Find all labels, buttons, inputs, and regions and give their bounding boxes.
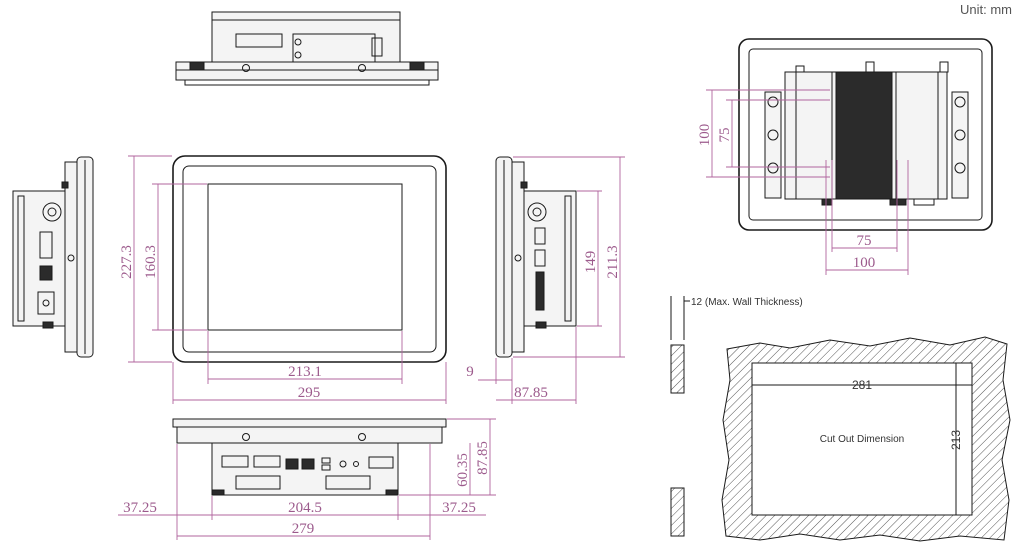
top-view (175, 11, 439, 86)
rear-view (738, 38, 993, 231)
cutout-height: 213 (949, 430, 963, 450)
bottom-overall-width: 279 (292, 521, 315, 537)
front-width-screen: 213.1 (288, 364, 322, 380)
front-width-outer: 295 (298, 385, 321, 401)
bottom-dimensions: 37.25 204.5 37.25 279 60.35 87.85 (118, 418, 496, 540)
bottom-depth-2: 87.85 (475, 441, 491, 475)
side-height-screen: 149 (583, 251, 599, 274)
rear-vesa-v-outer: 100 (697, 124, 713, 147)
side-height-outer: 211.3 (605, 245, 621, 278)
rear-vesa-v-inner: 75 (717, 128, 733, 143)
wall-section: 12 (Max. Wall Thickness) (670, 296, 803, 537)
cutout-panel: 281 213 Cut Out Dimension (721, 336, 1011, 542)
bottom-left-offset: 37.25 (123, 500, 157, 516)
bottom-right-offset: 37.25 (442, 500, 476, 516)
bottom-depth-1: 60.35 (455, 453, 471, 487)
bottom-center-span: 204.5 (288, 500, 322, 516)
side-depth-total: 87.85 (514, 385, 548, 401)
left-side-view (12, 156, 94, 358)
unit-label: Unit: mm (960, 2, 1012, 17)
rear-dimensions: 100 75 75 100 (697, 89, 909, 275)
front-view (172, 155, 447, 363)
right-side-view (495, 156, 577, 358)
front-height-outer: 227.3 (119, 245, 135, 279)
front-dimensions: 227.3 160.3 213.1 295 (119, 155, 447, 404)
bottom-view (172, 418, 447, 496)
side-depth-front: 9 (466, 364, 474, 380)
rear-vesa-h-inner: 75 (857, 233, 872, 249)
wall-thickness-label: 12 (Max. Wall Thickness) (691, 297, 803, 308)
cutout-title: Cut Out Dimension (820, 434, 904, 445)
front-height-screen: 160.3 (143, 245, 159, 279)
rear-vesa-h-outer: 100 (853, 255, 876, 271)
side-dimensions: 149 211.3 9 87.85 (466, 156, 625, 404)
cutout-width: 281 (852, 378, 872, 392)
